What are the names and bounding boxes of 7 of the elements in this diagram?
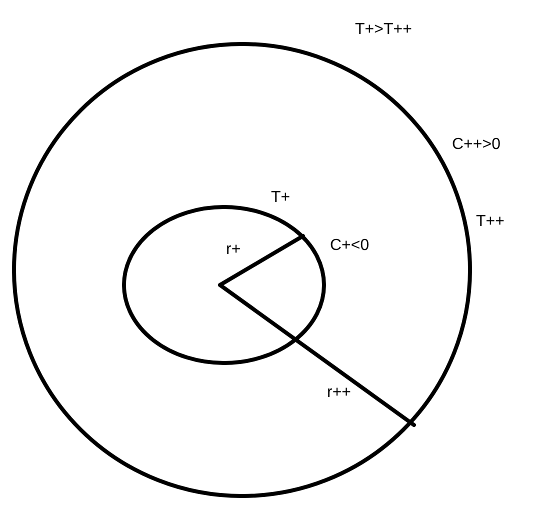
- circle-label: C+<0: [330, 237, 370, 255]
- radius-label: r++: [327, 384, 352, 402]
- circle-label: C++>0: [452, 136, 500, 154]
- radius-label: r+: [226, 241, 241, 259]
- circle-label: T++: [476, 213, 504, 231]
- condition-label: T+>T++: [355, 21, 412, 39]
- circle-label: T+: [271, 189, 290, 207]
